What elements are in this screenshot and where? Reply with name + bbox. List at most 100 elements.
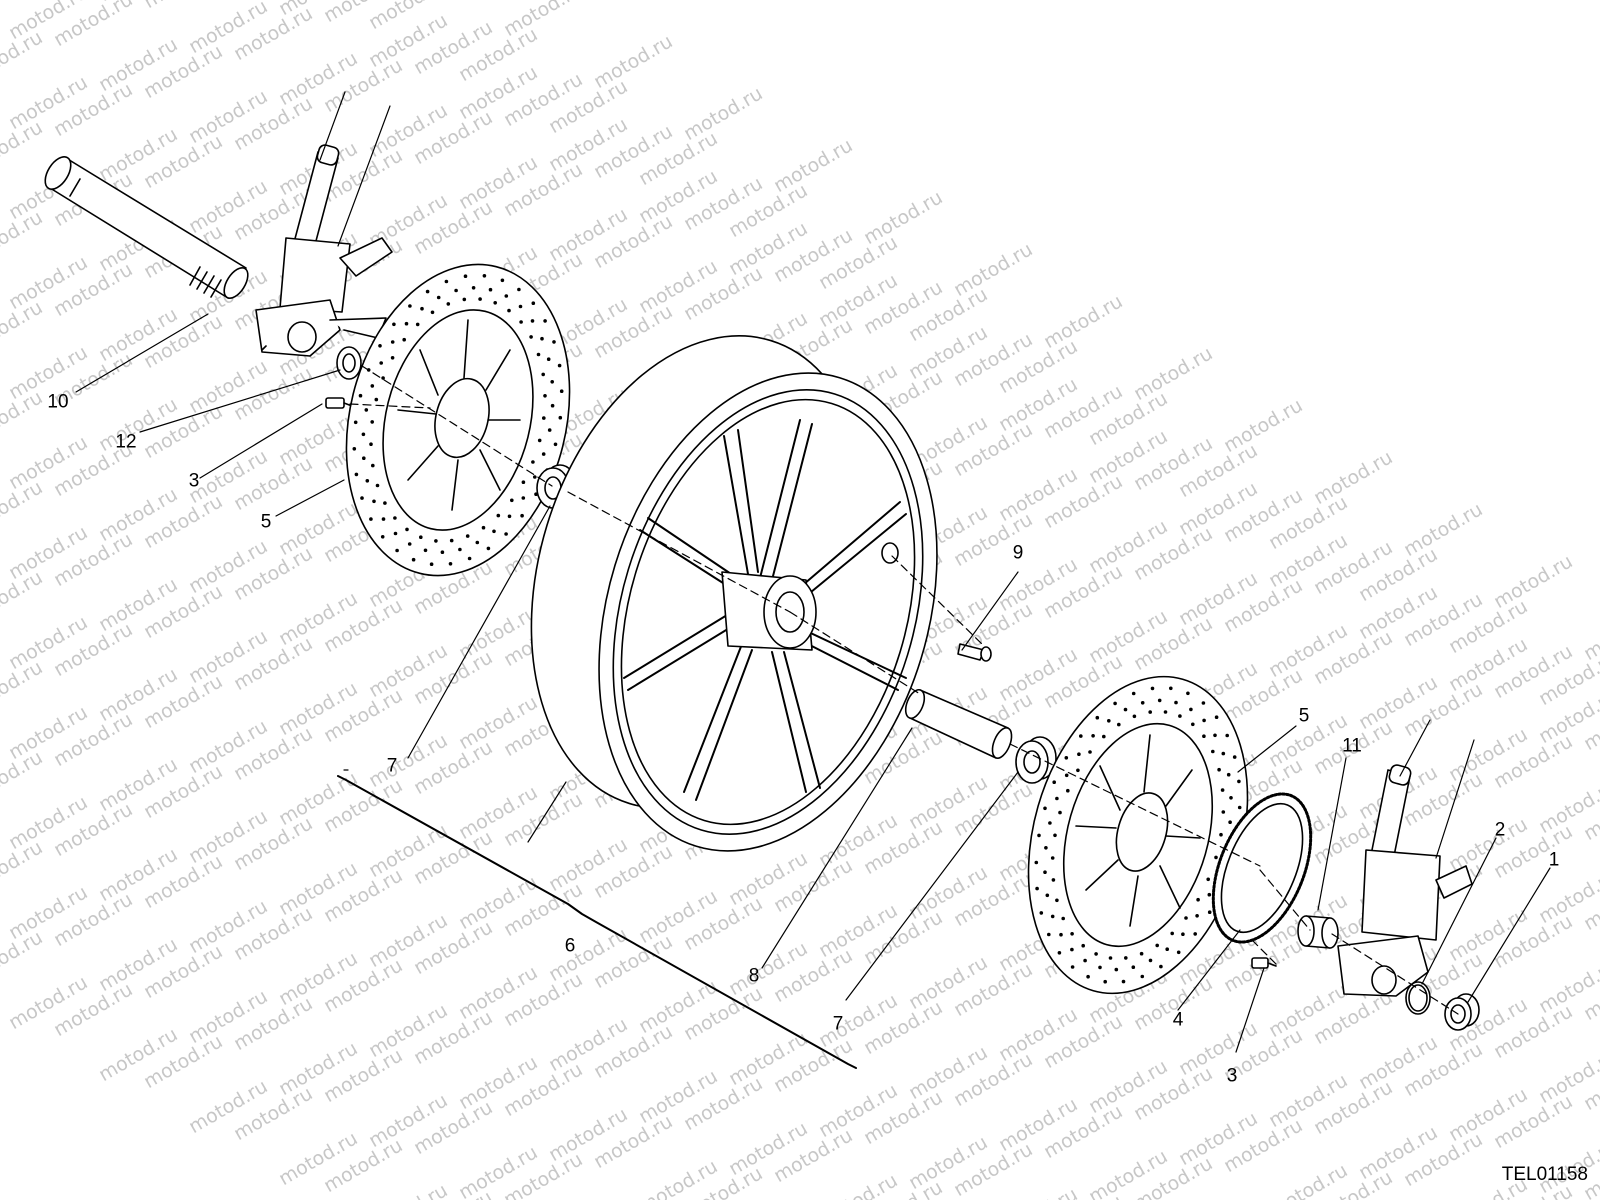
disc-hole <box>507 308 511 313</box>
disc-hole <box>393 531 398 536</box>
disc-hole <box>1064 756 1069 760</box>
disc-hole <box>550 380 554 384</box>
callout-3-left: 3 <box>188 470 200 492</box>
circlip <box>1405 981 1431 1015</box>
disc-hole <box>541 372 545 377</box>
disc-hole <box>352 447 357 451</box>
disc-hole <box>423 548 428 553</box>
left-disc-screw <box>325 397 353 409</box>
leader-lines <box>75 91 1551 1053</box>
callout-6: 6 <box>564 935 576 957</box>
disc-hole <box>558 415 563 420</box>
disc-hole <box>537 438 542 443</box>
disc-hole <box>1094 952 1098 956</box>
disc-hole <box>1117 722 1121 727</box>
callout-7-right: 7 <box>832 1013 844 1035</box>
disc-hole <box>404 321 409 326</box>
disc-hole <box>1131 965 1136 969</box>
disc-hole <box>1217 767 1221 772</box>
disc-hole <box>390 356 395 360</box>
disc-hole <box>436 295 441 300</box>
disc-hole <box>380 535 385 539</box>
disc-hole <box>1058 810 1062 815</box>
disc-hole <box>519 320 523 324</box>
wheel-spokes <box>623 419 907 801</box>
disc-hole <box>395 548 399 553</box>
disc-hole <box>1123 707 1128 712</box>
abs-tone-ring <box>1211 792 1313 944</box>
callout-10: 10 <box>47 391 69 413</box>
disc-hole <box>462 297 467 302</box>
disc-hole <box>540 336 544 341</box>
disc-hole <box>425 289 430 294</box>
disc-hole <box>390 340 395 344</box>
disc-hole <box>1189 707 1193 712</box>
disc-hole <box>1225 733 1229 738</box>
disc-hole <box>374 397 379 402</box>
disc-hole <box>1048 821 1052 825</box>
disc-hole <box>420 306 424 311</box>
disc-hole <box>1220 788 1225 792</box>
disc-hole <box>550 403 555 408</box>
disc-hole <box>1229 796 1233 800</box>
disc-hole <box>419 535 423 539</box>
right-spacer <box>1297 915 1339 949</box>
disc-carrier-spokes <box>397 319 521 511</box>
disc-hole <box>543 319 547 323</box>
disc-hole <box>478 297 482 301</box>
disc-hole <box>440 550 445 554</box>
disc-hole <box>360 496 364 500</box>
disc-hole <box>458 547 462 552</box>
right-brake-disc <box>1027 675 1249 995</box>
callout-4: 4 <box>1172 1009 1184 1031</box>
disc-hole <box>1191 722 1195 727</box>
disc-hole <box>1165 947 1169 951</box>
disc-vent-holes <box>1034 686 1242 984</box>
disc-hole <box>552 340 556 344</box>
wheel-hub <box>721 571 817 651</box>
disc-hole <box>557 363 562 368</box>
disc-hole <box>465 534 470 538</box>
disc-hole <box>1226 772 1231 777</box>
disc-hole <box>504 294 509 298</box>
disc-hole <box>543 394 547 398</box>
disc-hole <box>547 428 552 432</box>
disc-hole <box>372 499 376 504</box>
disc-hole <box>1174 700 1178 705</box>
disc-hole <box>1088 750 1092 754</box>
disc-hole <box>1070 965 1075 969</box>
disc-hole <box>411 557 416 562</box>
disc-hole <box>1202 718 1206 723</box>
disc-hole <box>1163 710 1168 714</box>
disc-hole <box>449 538 454 543</box>
disc-hole <box>1237 779 1241 784</box>
disc-hole <box>1201 701 1206 705</box>
disc-hole <box>1057 951 1062 955</box>
disc-hole <box>444 279 449 284</box>
disc-hole <box>488 287 493 292</box>
disc-hole <box>1083 958 1087 963</box>
disc-hole <box>1055 898 1059 903</box>
disc-hole <box>415 322 420 327</box>
disc-hole <box>492 529 496 534</box>
wheel-rim <box>530 335 938 852</box>
disc-hole <box>1037 833 1041 838</box>
disc-hole <box>1045 893 1050 898</box>
disc-hole <box>364 408 369 412</box>
disc-hole <box>369 517 373 521</box>
disc-hole <box>1214 855 1218 860</box>
wheel-spacer <box>904 688 1013 759</box>
right-fork-leg <box>1337 764 1473 997</box>
callout-1: 1 <box>1548 849 1560 871</box>
disc-hole <box>1061 916 1065 921</box>
disc-hole <box>510 498 514 503</box>
disc-hole <box>486 546 491 551</box>
callout-11: 11 <box>1342 735 1362 757</box>
disc-hole <box>1207 910 1212 914</box>
disc-hole <box>1228 820 1232 824</box>
disc-hole <box>1219 832 1223 837</box>
disc-hole <box>1066 788 1070 793</box>
disc-hole <box>1034 860 1039 865</box>
